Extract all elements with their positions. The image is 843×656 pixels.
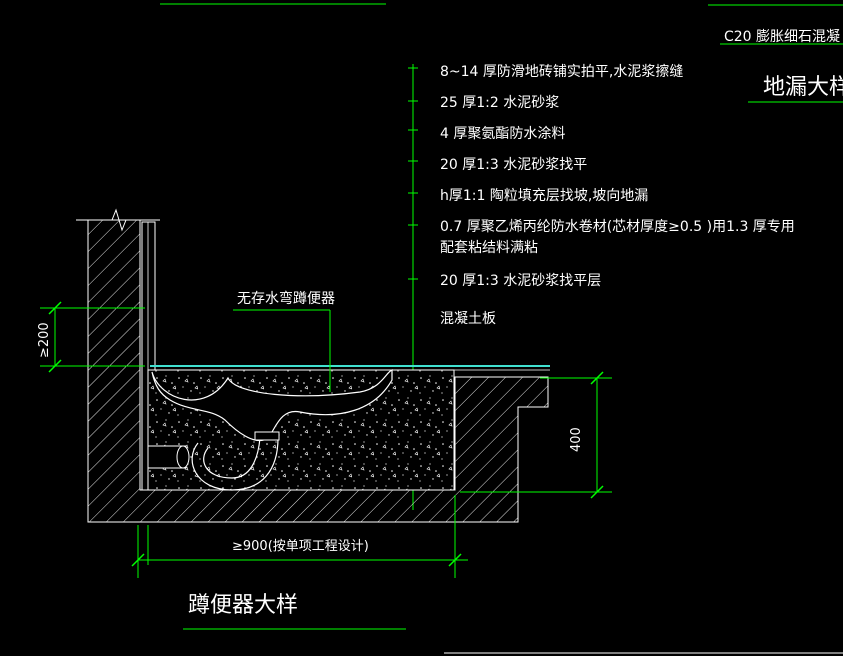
layer-concrete-slab: 混凝土板 [440,311,496,327]
layer-leveling-base: 20 厚1:3 水泥砂浆找平层 [440,273,601,289]
layer-waterproof-coating: 4 厚聚氨酯防水涂料 [440,126,565,142]
drain-detail-title: 地漏大样 [763,75,843,100]
toilet-detail-title: 蹲便器大样 [188,593,298,618]
height-200-label: ≥200 [37,322,52,358]
layer-membrane-adhesive: 配套粘结料满粘 [440,240,538,256]
detail-title: 蹲便器大样 [183,593,406,630]
filled-pit [147,369,455,491]
layer-leveling-20: 20 厚1:3 水泥砂浆找平 [440,157,587,173]
layer-ceramsite-fill: h厚1:1 陶粒填充层找坡,坡向地漏 [440,188,648,204]
layer-membrane: 0.7 厚聚乙烯丙纶防水卷材(芯材厚度≥0.5 )用1.3 厚专用 [440,219,795,235]
dimension-400: 400 [460,371,612,499]
c20-note: C20 膨胀细石混凝 [724,28,840,45]
layer-tile: 8~14 厚防滑地砖铺实拍平,水泥浆擦缝 [440,63,683,80]
dimension-900: ≥900(按单项工程设计) [131,495,468,578]
drain-callout: C20 膨胀细石混凝 地漏大样 [708,4,843,103]
layer-list: 8~14 厚防滑地砖铺实拍平,水泥浆擦缝 25 厚1:2 水泥砂浆 4 厚聚氨酯… [440,63,795,327]
toilet-label: 无存水弯蹲便器 [237,290,335,307]
toilet-callout: 无存水弯蹲便器 [233,290,335,392]
width-900-label: ≥900(按单项工程设计) [232,539,369,554]
squat-toilet [147,369,393,491]
dimension-200: ≥200 [37,301,145,373]
layer-mortar-25: 25 厚1:2 水泥砂浆 [440,95,559,111]
tile-finish [150,365,550,371]
depth-400-label: 400 [569,427,584,452]
